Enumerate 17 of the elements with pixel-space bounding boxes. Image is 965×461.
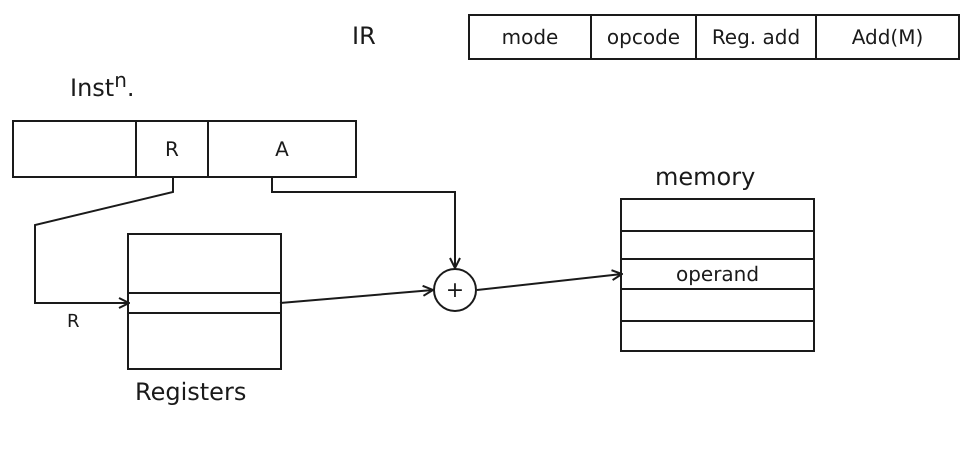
register-row	[129, 292, 280, 314]
adder-circle: +	[433, 268, 477, 312]
arrow	[476, 269, 623, 291]
instruction-field: R	[137, 122, 209, 176]
instruction-field: opcode	[592, 16, 697, 58]
instruction-field: A	[209, 122, 355, 176]
heading-label: IR	[352, 22, 376, 50]
heading-label: Inst$^{n}$.	[70, 68, 135, 102]
heading-label: Registers	[135, 378, 246, 406]
arrow	[280, 284, 434, 304]
arrow	[271, 176, 461, 269]
memory-row: operand	[622, 258, 813, 290]
heading-label: memory	[655, 163, 756, 191]
instruction-field: Add(M)	[817, 16, 958, 58]
instruction-field: mode	[470, 16, 592, 58]
arrow	[34, 176, 174, 309]
instruction-field: Reg. add	[697, 16, 817, 58]
